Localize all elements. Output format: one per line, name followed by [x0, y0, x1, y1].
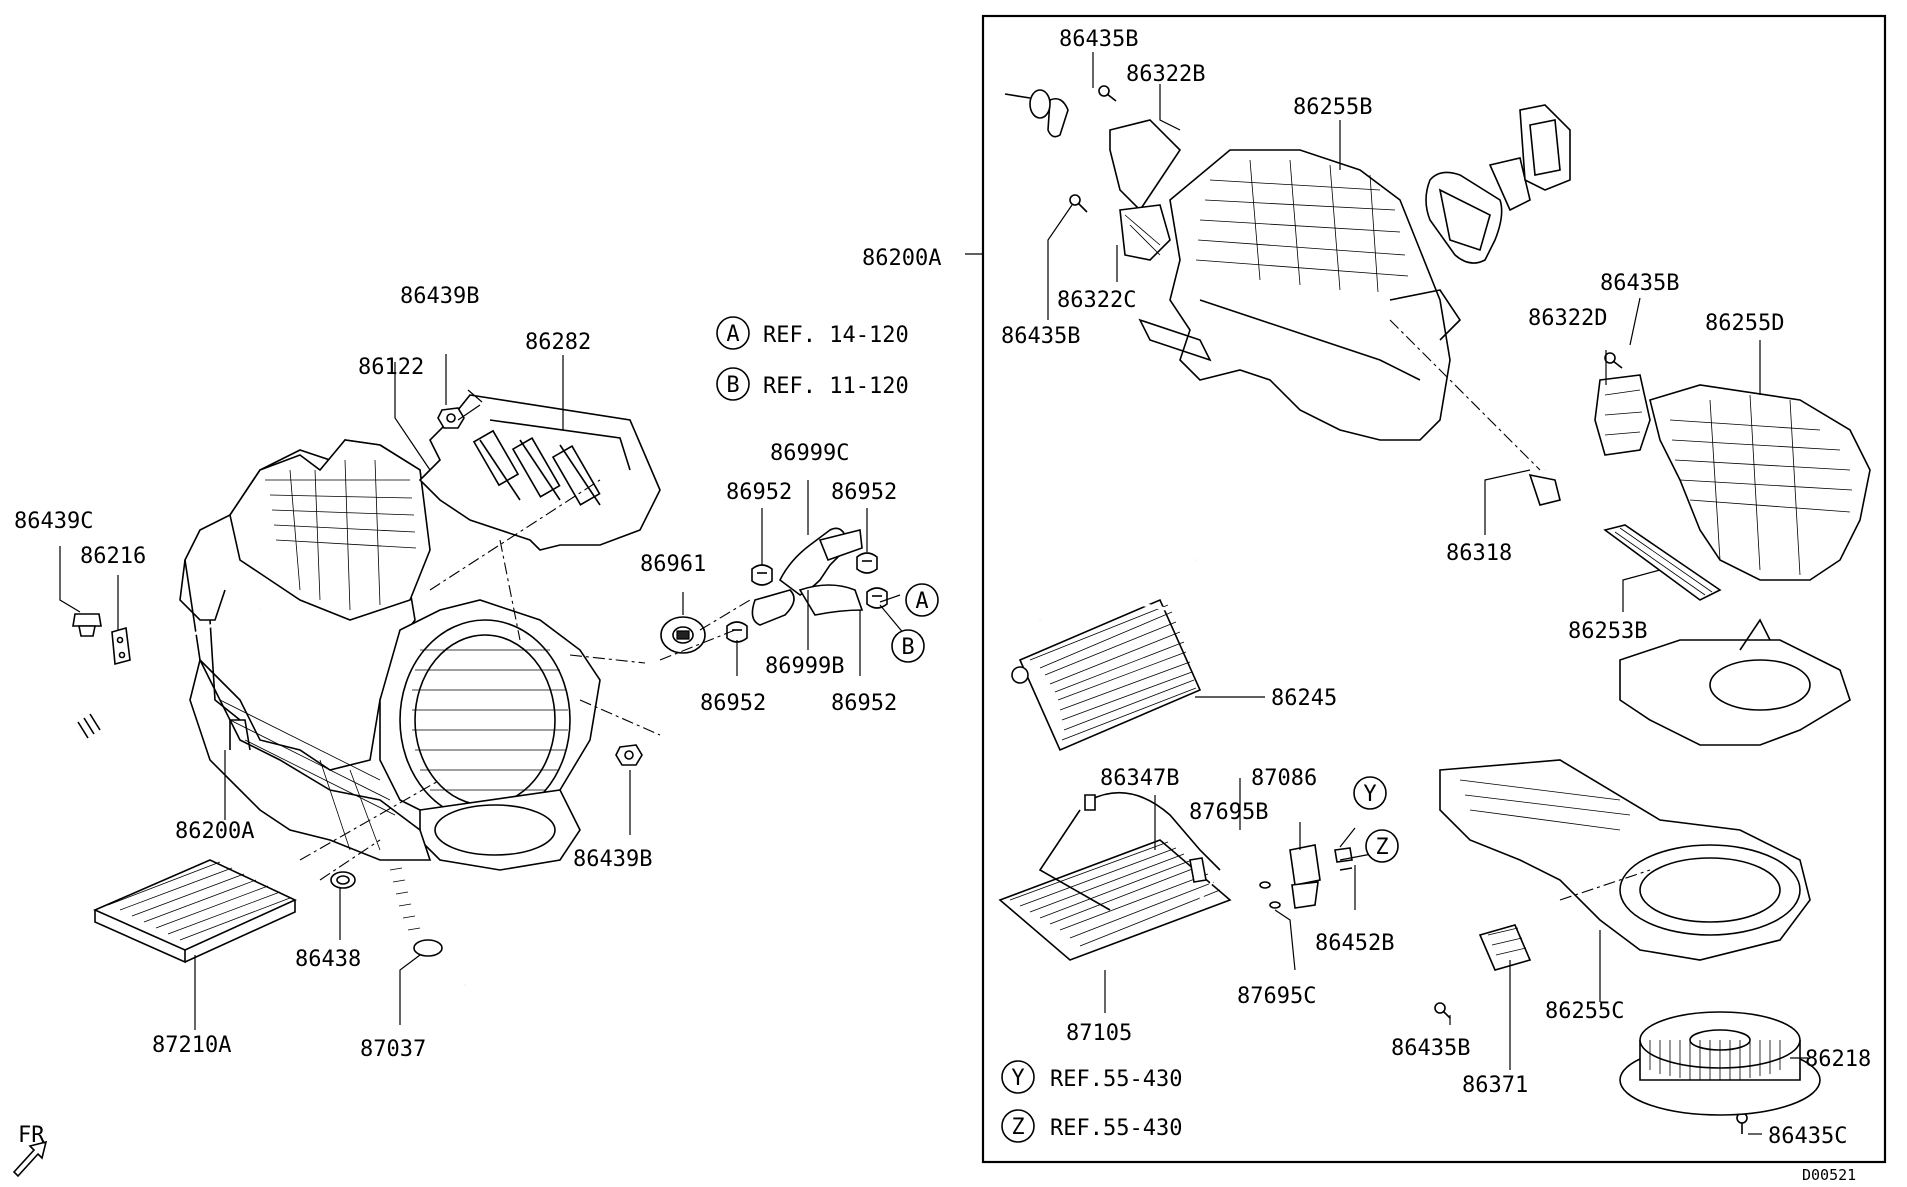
diagram-code: D00521	[1802, 1166, 1856, 1184]
svg-text:B: B	[901, 635, 914, 660]
part-label: 86318	[1446, 541, 1512, 566]
part-label: 86255C	[1545, 999, 1624, 1024]
callout-a: A	[905, 583, 939, 617]
part-label: 86435C	[1768, 1124, 1847, 1149]
ref-y-text: REF.55-430	[1050, 1067, 1182, 1092]
ref-a-item: A REF. 14-120	[716, 316, 909, 350]
part-label: 86200A	[862, 246, 941, 271]
part-label: 86961	[640, 552, 706, 577]
front-arrow-icon	[12, 1140, 48, 1178]
detail-frame	[981, 14, 1887, 1164]
part-label: 86952	[700, 691, 766, 716]
leader-lines	[59, 52, 1810, 1135]
ref-a-text: REF. 14-120	[763, 323, 909, 348]
part-label: 86438	[295, 947, 361, 972]
part-label: 87105	[1066, 1021, 1132, 1046]
part-label: 86435B	[1001, 324, 1080, 349]
part-label: 87695C	[1237, 984, 1316, 1009]
part-label: 87086	[1251, 766, 1317, 791]
callout-z: Z	[1365, 829, 1399, 863]
part-label: 86952	[831, 691, 897, 716]
ref-b-letter: B	[726, 373, 739, 398]
part-label: 86347B	[1100, 766, 1179, 791]
part-label: 87695B	[1189, 800, 1268, 825]
part-label: 86245	[1271, 686, 1337, 711]
ref-y-letter: Y	[1011, 1066, 1024, 1091]
part-label: 86952	[726, 480, 792, 505]
part-label: 86435B	[1391, 1036, 1470, 1061]
svg-text:Z: Z	[1375, 835, 1388, 860]
part-label: 86371	[1462, 1073, 1528, 1098]
ref-b-text: REF. 11-120	[763, 374, 909, 399]
part-label: 86282	[525, 330, 591, 355]
part-label: 86439B	[400, 284, 479, 309]
callout-y: Y	[1353, 776, 1387, 810]
part-label: 86200A	[175, 819, 254, 844]
ref-y-item: Y REF.55-430	[1001, 1060, 1182, 1094]
part-label: 86435B	[1600, 271, 1679, 296]
part-label: 86452B	[1315, 931, 1394, 956]
part-label: 86322D	[1528, 306, 1607, 331]
ref-z-letter: Z	[1011, 1115, 1024, 1140]
svg-text:Y: Y	[1363, 782, 1376, 807]
heater-unit-assembly-drawing	[72, 394, 888, 986]
callout-b: B	[891, 629, 925, 663]
part-label: 86999B	[765, 654, 844, 679]
part-label: 86322C	[1057, 288, 1136, 313]
part-label: 86255D	[1705, 311, 1784, 336]
part-label: 86322B	[1126, 62, 1205, 87]
part-labels-right: 86435B 86322B 86255B 86200A 86322C 86435…	[862, 27, 1871, 1149]
ref-a-letter: A	[726, 322, 739, 347]
svg-text:A: A	[915, 589, 928, 614]
part-label: 86999C	[770, 441, 849, 466]
ref-z-item: Z REF.55-430	[1001, 1109, 1182, 1143]
front-direction-marker: FR	[12, 1123, 48, 1178]
ref-b-item: B REF. 11-120	[716, 367, 909, 401]
part-label: 86439B	[573, 847, 652, 872]
part-label: 86439C	[14, 509, 93, 534]
part-labels-left: 86439C 86216 86122 86439B 86282 86200A 8…	[14, 284, 897, 1062]
part-label: 87210A	[152, 1033, 231, 1058]
part-label: 87037	[360, 1037, 426, 1062]
part-label: 86255B	[1293, 95, 1372, 120]
part-label: 86218	[1805, 1047, 1871, 1072]
part-label: 86216	[80, 544, 146, 569]
ref-z-text: REF.55-430	[1050, 1116, 1182, 1141]
part-label: 86122	[358, 355, 424, 380]
detail-parts-drawing	[998, 85, 1871, 1134]
part-label: 86253B	[1568, 619, 1647, 644]
reference-legend: A REF. 14-120 B REF. 11-120 Y REF.55-430…	[716, 316, 1399, 1143]
part-label: 86952	[831, 480, 897, 505]
air-filter-drawing	[93, 859, 297, 964]
part-label: 86435B	[1059, 27, 1138, 52]
